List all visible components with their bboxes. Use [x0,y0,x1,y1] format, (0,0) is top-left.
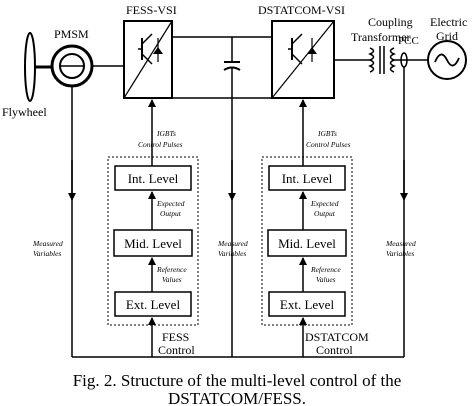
fess-mid-level-block [113,229,193,257]
figure-caption-line1: Fig. 2. Structure of the multi-level con… [73,371,402,390]
dstatcom-reference-label-2: Values [316,275,336,284]
dstatcom-vsi-block [271,20,335,99]
fess-int-level-block [114,165,192,191]
grid-label: Grid [436,29,458,43]
fess-control-title-2: Control [158,343,195,357]
igbt-icon [138,33,163,65]
measured-mid-label-1: Measured [217,239,248,248]
pcc-label: PCC [398,35,419,47]
electric-label: Electric [430,15,467,29]
dstatcom-ext-level-label: Ext. Level [280,297,335,312]
fess-int-level-label: Int. Level [128,171,179,186]
fess-mid-level-label: Mid. Level [124,236,182,251]
pmsm-label: PMSM [54,27,89,41]
figure-caption-line2: DSTATCOM/FESS. [168,389,306,406]
dstatcom-reference-label-1: Reference [310,265,341,274]
fess-pulses-label: Control Pulses [138,140,183,149]
dstatcom-mid-level-label: Mid. Level [278,236,336,251]
dstatcom-control-title-1: DSTATCOM [305,330,369,344]
grid-source-icon [427,40,467,80]
dstatcom-igbts-label: IGBTs [317,129,337,138]
fess-reference-label-2: Values [162,275,182,284]
fess-vsi-label: FESS-VSI [126,3,177,17]
fess-reference-label-1: Reference [156,265,187,274]
dstatcom-expected-label-2: Output [314,209,336,218]
transformer-icon [368,46,396,74]
measured-left-label-2: Variables [33,249,61,258]
pmsm-motor-icon [50,44,94,88]
igbt-icon [288,33,317,65]
flywheel-label: Flywheel [2,105,47,119]
dc-capacitor-icon [223,37,241,98]
measured-right-label-2: Variables [386,249,414,258]
dstatcom-control-title-2: Control [316,343,353,357]
fess-expected-label-1: Expected [156,199,185,208]
dstatcom-control-panel [261,156,353,326]
fess-expected-label-2: Output [160,209,182,218]
measured-right-label-1: Measured [385,239,416,248]
coupling-label: Coupling [368,15,413,29]
flywheel-icon [24,32,36,102]
fess-control-title-1: FESS [162,330,189,344]
measured-mid-label-2: Variables [218,249,246,258]
fess-ext-level-block [114,291,192,317]
dstatcom-pulses-label: Control Pulses [306,140,351,149]
dstatcom-int-level-label: Int. Level [282,171,333,186]
transformer-label: Transformer [351,30,411,44]
dstatcom-vsi-label: DSTATCOM-VSI [258,3,345,17]
dstatcom-mid-level-block [267,229,347,257]
fess-control-panel [107,156,199,326]
fess-igbts-label: IGBTs [156,129,176,138]
fess-vsi-block [123,20,173,99]
dstatcom-expected-label-1: Expected [310,199,339,208]
dstatcom-ext-level-block [268,291,346,317]
measured-left-label-1: Measured [32,239,63,248]
fess-ext-level-label: Ext. Level [126,297,181,312]
dstatcom-int-level-block [268,165,346,191]
